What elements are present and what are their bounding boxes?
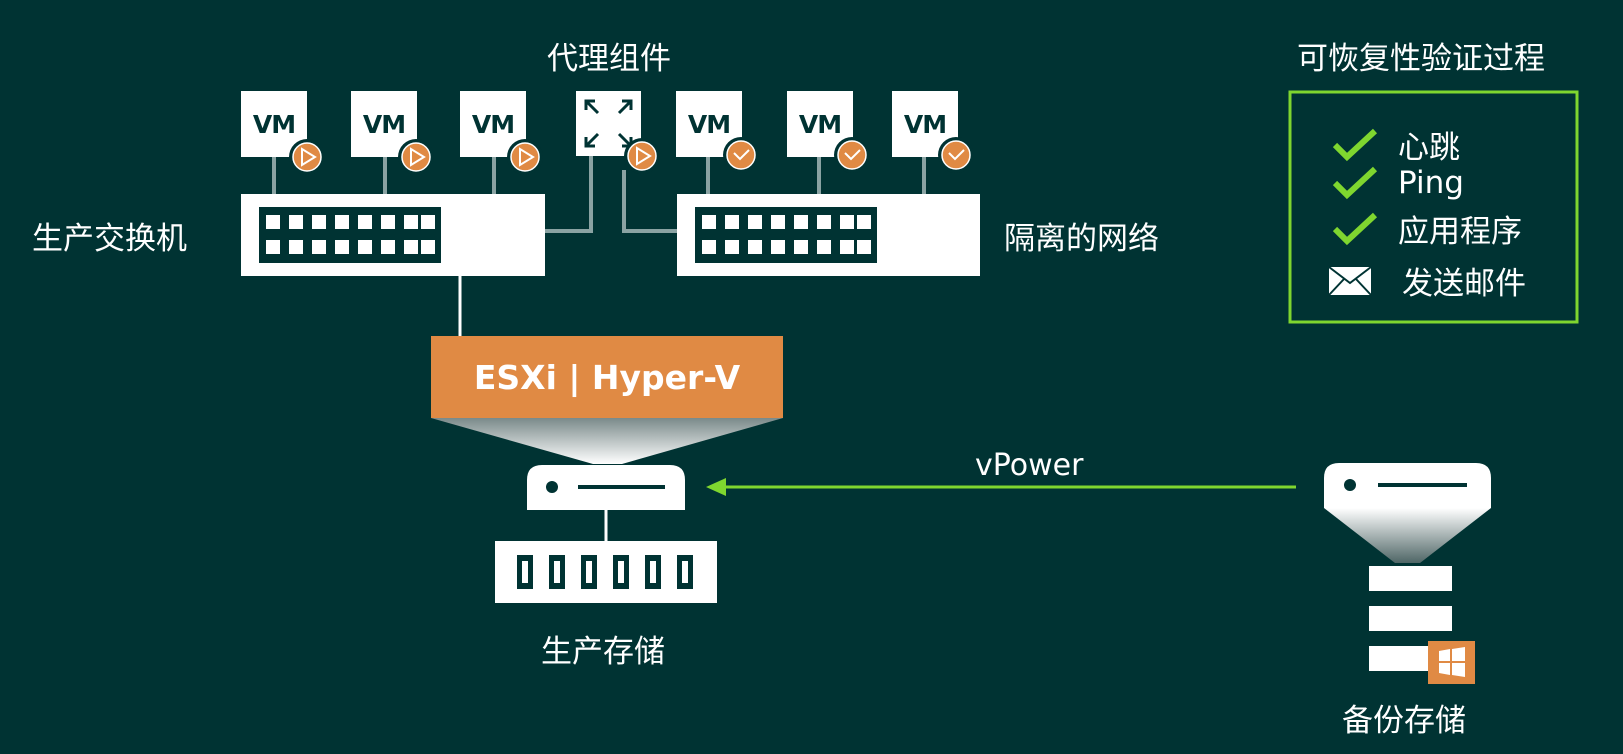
production-switch xyxy=(241,194,545,276)
legend-item-label: 应用程序 xyxy=(1398,214,1522,250)
legend-item-send-email: 发送邮件 xyxy=(1328,258,1526,303)
check-icon xyxy=(1332,212,1378,245)
isolated-switch xyxy=(677,194,980,276)
legend-item-ping: Ping xyxy=(1332,165,1464,201)
legend-item-label: 心跳 xyxy=(1398,130,1460,166)
production-switch-label: 生产交换机 xyxy=(32,221,187,257)
vm-label: VM xyxy=(687,109,731,139)
legend-item-application: 应用程序 xyxy=(1332,206,1522,251)
production-server xyxy=(527,465,685,541)
legend-item-label: 发送邮件 xyxy=(1402,266,1526,302)
vm-label: VM xyxy=(903,109,947,139)
windows-logo-icon xyxy=(1428,641,1475,684)
legend-item-heartbeat: 心跳 xyxy=(1332,122,1460,167)
check-icon xyxy=(1332,166,1378,200)
backup-storage-label: 备份存储 xyxy=(1342,703,1466,739)
check-icon xyxy=(723,137,759,173)
play-icon xyxy=(507,139,543,175)
backup-server xyxy=(1324,463,1491,563)
vm-label: VM xyxy=(252,109,296,139)
check-icon xyxy=(1332,128,1378,161)
vpower-arrow xyxy=(706,478,1296,496)
hypervisor-label: ESXi | Hyper-V xyxy=(473,357,741,397)
isolated-network-label: 隔离的网络 xyxy=(1004,221,1159,257)
play-icon xyxy=(624,138,660,174)
legend-item-label: Ping xyxy=(1398,165,1464,201)
vm-label: VM xyxy=(362,109,406,139)
production-storage-label: 生产存储 xyxy=(541,634,665,670)
legend-frame xyxy=(1288,90,1579,324)
legend-title: 可恢复性验证过程 xyxy=(1297,41,1545,77)
production-storage xyxy=(495,541,717,603)
play-icon xyxy=(289,139,325,175)
play-badges xyxy=(289,138,660,175)
backup-storage xyxy=(1369,566,1475,684)
proxy-label: 代理组件 xyxy=(547,41,671,77)
vm-label: VM xyxy=(471,109,515,139)
vpower-label: vPower xyxy=(975,448,1084,483)
vm-connectors xyxy=(272,155,926,233)
vm-label: VM xyxy=(798,109,842,139)
envelope-icon xyxy=(1328,265,1372,296)
hypervisor-host xyxy=(431,336,783,464)
check-icon xyxy=(938,137,974,173)
play-icon xyxy=(398,139,434,175)
check-icon xyxy=(834,137,870,173)
check-badges xyxy=(723,137,974,173)
